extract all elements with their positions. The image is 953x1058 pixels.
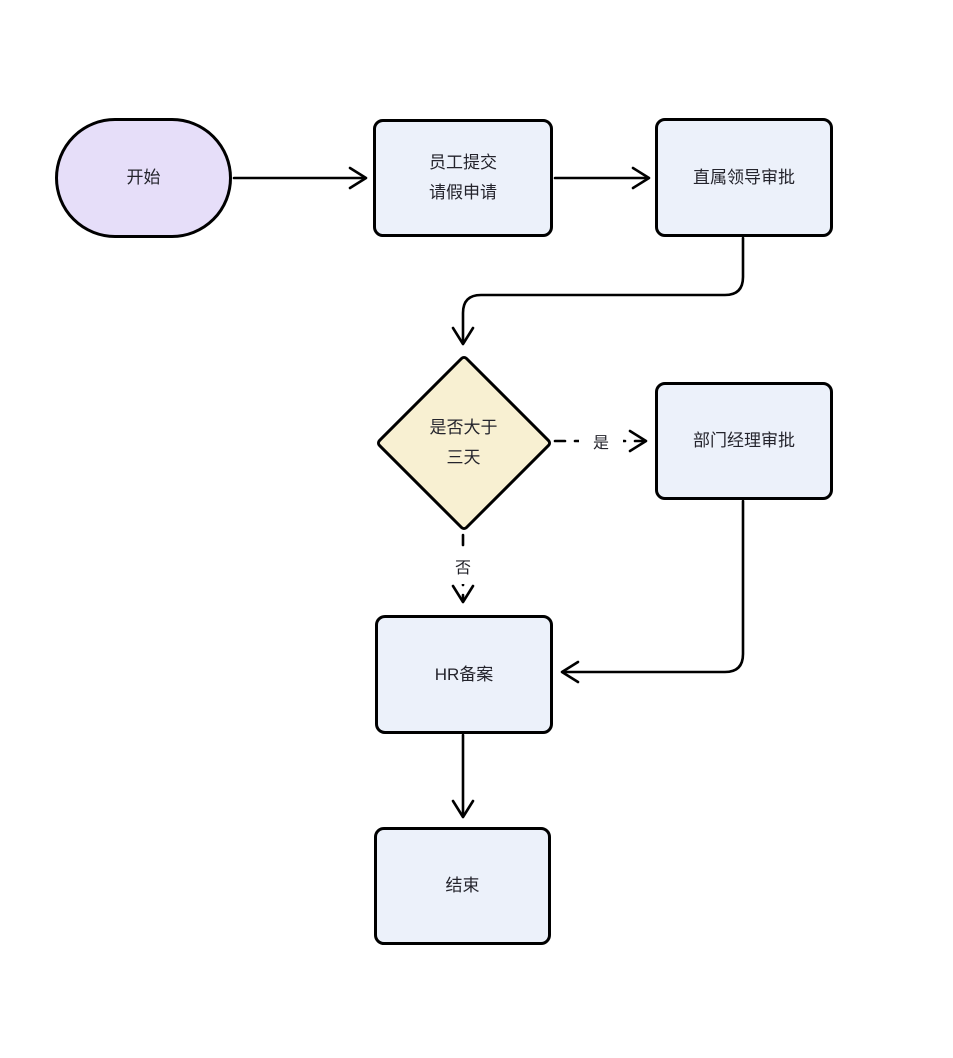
node-start-label: 开始 bbox=[126, 168, 161, 187]
edge-label-no: 否 bbox=[441, 548, 485, 584]
edge-label-yes: 是 bbox=[579, 423, 623, 459]
node-end: 结束 bbox=[374, 827, 551, 945]
node-submit-label-line2: 请假申请 bbox=[429, 183, 497, 202]
node-decision-label-line2: 三天 bbox=[446, 447, 481, 467]
node-decision-over-three-days: 是否大于 三天 bbox=[374, 353, 553, 532]
node-end-label: 结束 bbox=[445, 876, 480, 895]
edge-leader-to-decision bbox=[451, 236, 745, 346]
node-leader-label: 直属领导审批 bbox=[693, 167, 795, 187]
edge-manager-to-hr bbox=[560, 499, 745, 684]
node-start: 开始 bbox=[55, 118, 232, 238]
node-manager-approval: 部门经理审批 bbox=[655, 382, 833, 500]
node-leader-approval: 直属领导审批 bbox=[655, 118, 833, 237]
decision-diamond-label: 是否大于 三天 bbox=[375, 353, 552, 532]
node-hr-record: HR备案 bbox=[375, 615, 553, 734]
node-submit-leave-request: 员工提交 请假申请 bbox=[373, 119, 553, 237]
node-manager-label: 部门经理审批 bbox=[693, 431, 795, 450]
node-decision-label-line1: 是否大于 bbox=[429, 417, 498, 437]
node-hr-label: HR备案 bbox=[434, 664, 494, 684]
node-submit-label-line1: 员工提交 bbox=[429, 153, 497, 172]
